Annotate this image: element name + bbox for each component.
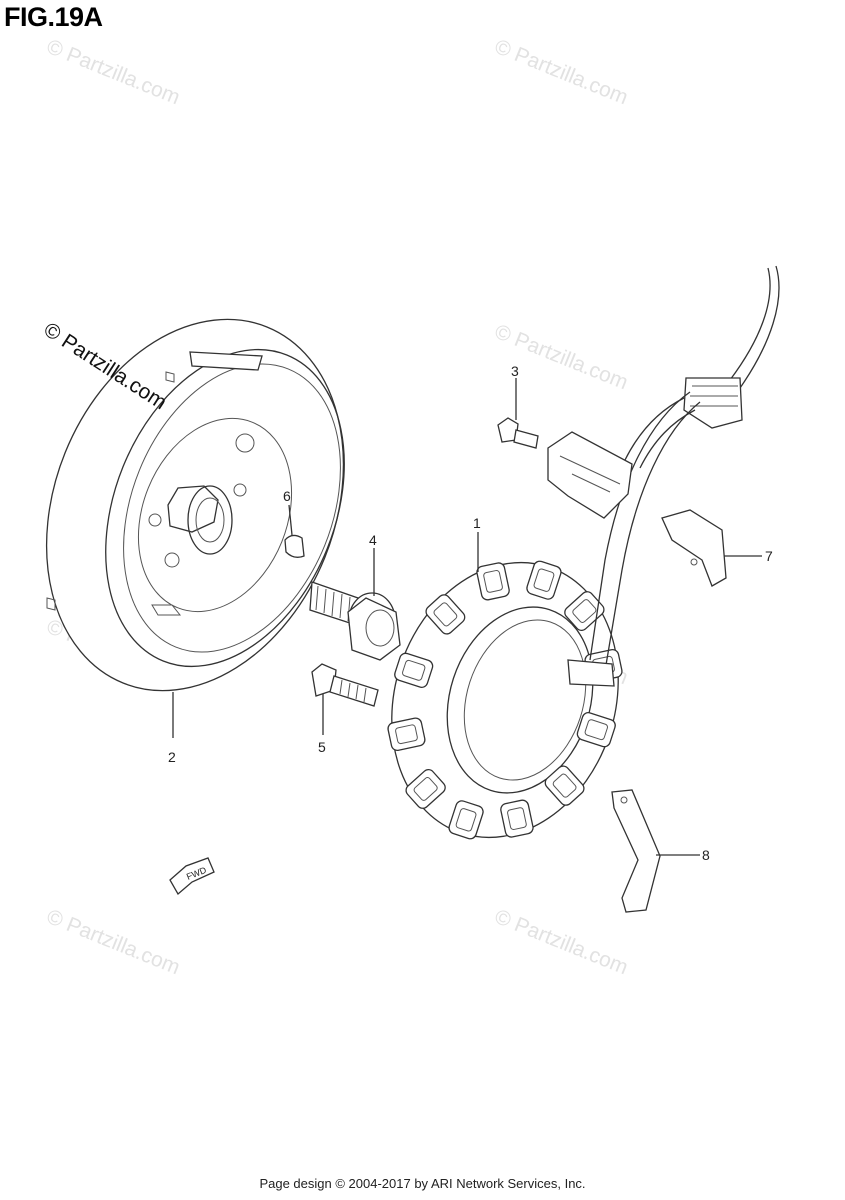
stator-coil-face xyxy=(584,719,609,741)
stator-coil-pole xyxy=(448,800,484,840)
stator-coil-pole xyxy=(576,712,616,748)
stator-coil-face xyxy=(552,773,577,798)
callout-2: 2 xyxy=(168,749,176,765)
clamp-screw xyxy=(497,417,539,449)
wire-harness xyxy=(547,265,780,687)
stator-coil-pole xyxy=(526,560,562,600)
stator-coil-face xyxy=(455,808,477,832)
forward-direction-arrow: FWD xyxy=(169,857,215,896)
callout-5: 5 xyxy=(318,739,326,755)
flywheel-rotor xyxy=(45,318,345,692)
callout-3: 3 xyxy=(511,363,519,379)
stator-coil-pole xyxy=(425,594,466,635)
callout-8: 8 xyxy=(702,847,710,863)
stator-coil-face xyxy=(401,659,426,681)
stator-coil-face xyxy=(507,807,527,830)
stator-coil-pole xyxy=(564,591,605,632)
stator-coil-face xyxy=(483,570,503,593)
wire-clip xyxy=(661,509,727,587)
stator-coil-pole xyxy=(500,799,534,838)
stator-coil-pole xyxy=(394,652,434,688)
stator-coil-face xyxy=(395,724,418,745)
stator-coil-pole xyxy=(544,765,585,806)
page-footer: Page design © 2004-2017 by ARI Network S… xyxy=(259,1176,586,1191)
stator-coil-face xyxy=(572,599,597,623)
callout-7: 7 xyxy=(765,548,773,564)
leader-lines xyxy=(172,378,762,856)
figure-title: FIG.19A xyxy=(4,2,103,32)
stator-assembly xyxy=(387,560,623,840)
callout-6: 6 xyxy=(283,488,291,504)
callout-4: 4 xyxy=(369,532,377,548)
stator-coil-face xyxy=(433,602,458,627)
stator-coil-face xyxy=(413,777,438,801)
stator-screw xyxy=(311,663,379,707)
stator-coil-face xyxy=(533,568,555,592)
wire-guide-bracket xyxy=(611,789,661,913)
stator-coil-pole xyxy=(387,717,426,751)
callout-1: 1 xyxy=(473,515,481,531)
woodruff-key xyxy=(284,534,305,558)
rotor-bolt xyxy=(309,581,401,661)
stator-coil-pole xyxy=(405,768,446,809)
stator-coil-pole xyxy=(476,562,510,601)
